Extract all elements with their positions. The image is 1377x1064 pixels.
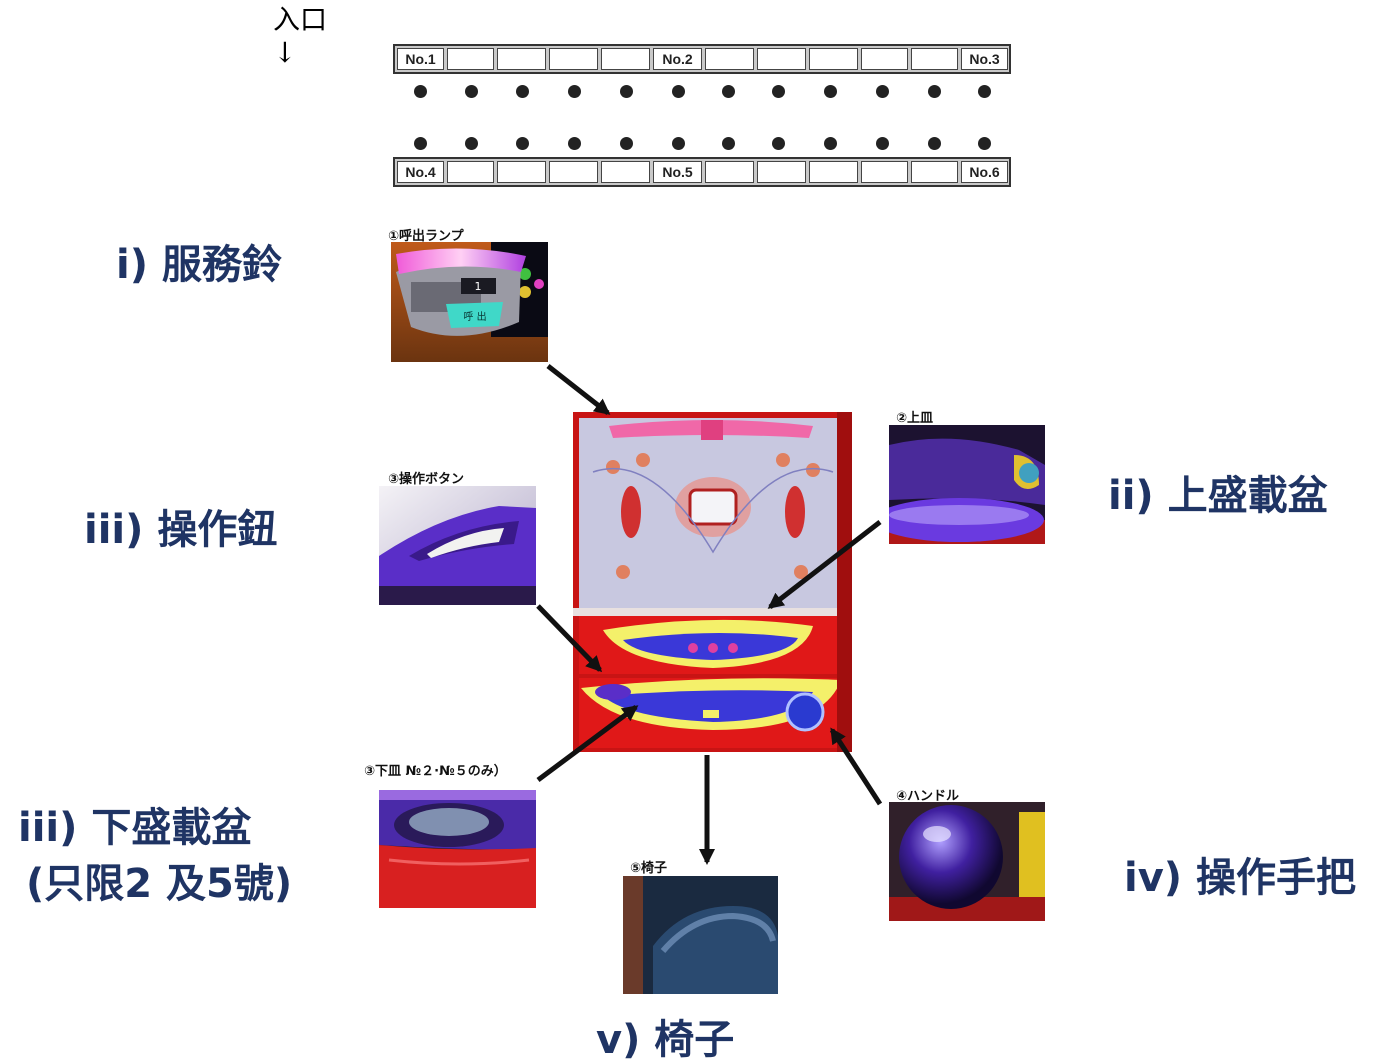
caption-call-lamp: ①呼出ランプ xyxy=(388,229,464,244)
entrance-label: 入口 xyxy=(273,5,327,36)
label-lower-tray: iii) 下盛載盆 xyxy=(18,805,252,851)
label-lower-tray-note: (只限2 及5號) xyxy=(26,861,293,907)
caption-chair: ⑤椅子 xyxy=(630,861,668,876)
seat-dot xyxy=(414,85,427,98)
seat-cell xyxy=(911,161,958,183)
seat-dot xyxy=(772,137,785,150)
call-lamp-number: 1 xyxy=(475,280,482,293)
seat-cell xyxy=(549,48,598,70)
seat-cell xyxy=(757,48,806,70)
caption-handle: ④ハンドル xyxy=(896,789,960,804)
seat-cell xyxy=(497,161,546,183)
seat-cell xyxy=(497,48,546,70)
seat-cell xyxy=(549,161,598,183)
seat-dot xyxy=(414,137,427,150)
call-lamp-button-label: 呼 出 xyxy=(463,310,486,323)
seat-cell xyxy=(809,161,858,183)
label-chair: v) 椅子 xyxy=(596,1017,735,1063)
entrance-arrow: ↓ xyxy=(273,36,297,69)
chair-photo xyxy=(623,876,778,994)
seat-cell xyxy=(757,161,806,183)
seat-cell: No.4 xyxy=(397,161,444,183)
seat-dot xyxy=(465,85,478,98)
seat-cell xyxy=(861,48,908,70)
seat-cell xyxy=(809,48,858,70)
seat-dot xyxy=(722,137,735,150)
arrow-call-lamp xyxy=(546,364,611,415)
operation-button-photo xyxy=(379,486,536,605)
seat-dot xyxy=(620,85,633,98)
seat-row-bottom: No.4 No.5 No.6 xyxy=(393,157,1011,187)
seat-dot xyxy=(876,85,889,98)
seat-dot xyxy=(568,85,581,98)
caption-operation-button: ③操作ボタン xyxy=(388,472,465,487)
caption-upper-tray: ②上皿 xyxy=(896,411,934,426)
seat-dot xyxy=(620,137,633,150)
seat-dot xyxy=(978,137,991,150)
caption-lower-tray: ③下皿 №２·№５のみ） xyxy=(364,764,507,779)
seat-cell xyxy=(601,161,650,183)
seat-dot xyxy=(928,137,941,150)
label-handle: iv) 操作手把 xyxy=(1124,855,1356,901)
seat-dot xyxy=(824,137,837,150)
seat-cell xyxy=(705,48,754,70)
upper-tray-photo xyxy=(889,425,1045,544)
seat-cell xyxy=(447,161,494,183)
arrow-upper-tray xyxy=(767,520,882,609)
seat-dot xyxy=(722,85,735,98)
label-upper-tray: ii) 上盛載盆 xyxy=(1108,473,1328,519)
seat-cell: No.1 xyxy=(397,48,444,70)
handle-photo xyxy=(889,802,1045,921)
arrow-operation-button xyxy=(536,604,603,673)
seat-cell xyxy=(447,48,494,70)
seat-cell: No.6 xyxy=(961,161,1008,183)
label-operation-button: iii) 操作鈕 xyxy=(84,507,278,553)
seat-dot xyxy=(465,137,478,150)
pachinko-machine xyxy=(573,412,852,752)
seat-cell xyxy=(861,161,908,183)
call-lamp-photo: 1 呼 出 xyxy=(391,242,548,362)
seat-cell: No.2 xyxy=(653,48,702,70)
arrow-lower-tray xyxy=(536,704,639,783)
seat-dot xyxy=(516,85,529,98)
seat-dot xyxy=(978,85,991,98)
lower-tray-photo xyxy=(379,790,536,908)
seat-dot xyxy=(876,137,889,150)
entrance-marker: 入口 ↓ xyxy=(268,4,332,68)
seat-row-top: No.1 No.2 No.3 xyxy=(393,44,1011,74)
arrow-handle xyxy=(829,727,883,806)
seat-cell: No.3 xyxy=(961,48,1008,70)
seat-cell xyxy=(601,48,650,70)
seat-cell xyxy=(911,48,958,70)
seat-dot xyxy=(928,85,941,98)
seat-dot xyxy=(672,137,685,150)
seat-cell: No.5 xyxy=(653,161,702,183)
seat-dot xyxy=(672,85,685,98)
seat-dot xyxy=(516,137,529,150)
seat-dot xyxy=(824,85,837,98)
seat-dot xyxy=(568,137,581,150)
seat-cell xyxy=(705,161,754,183)
seat-dot xyxy=(772,85,785,98)
label-service-bell: i) 服務鈴 xyxy=(116,242,282,288)
